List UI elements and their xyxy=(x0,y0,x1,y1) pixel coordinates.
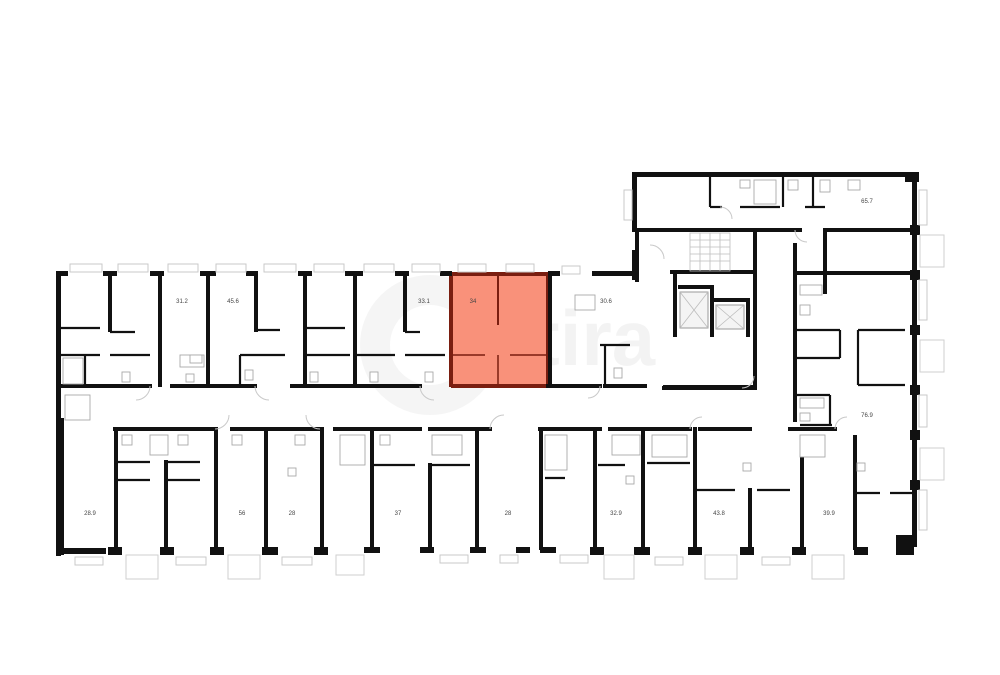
elevator-icon xyxy=(715,304,745,330)
stairs-icon xyxy=(689,232,731,272)
balconies xyxy=(125,234,945,580)
bottom-row-partitions xyxy=(60,418,912,550)
area-label-unit-bottom-5: 28 xyxy=(505,511,512,517)
building-core xyxy=(635,230,757,390)
area-label-unit-bottom-6: 32.9 xyxy=(610,511,622,517)
area-label-unit-bottom-4: 37 xyxy=(395,511,402,517)
area-label-unit-bottom-3: 28 xyxy=(289,511,296,517)
area-label-unit-top-7: 33.1 xyxy=(418,299,430,305)
doors xyxy=(135,206,848,430)
area-label-unit-top-9: 30.6 xyxy=(600,299,612,305)
area-label-unit-top-4: 45.6 xyxy=(227,299,239,305)
area-label-unit-top-3: 31.2 xyxy=(176,299,188,305)
fixtures xyxy=(62,179,866,485)
area-label-unit-wing-top: 65.7 xyxy=(861,199,873,205)
area-label-unit-bottom-1: 28.9 xyxy=(84,511,96,517)
wing-partitions xyxy=(635,177,914,427)
area-labels: 31.2 45.6 33.1 34 30.6 65.7 76.9 28.9 56… xyxy=(84,199,873,517)
area-label-unit-top-8: 34 xyxy=(470,299,477,305)
top-row-partitions xyxy=(61,274,630,387)
exterior-walls xyxy=(56,172,920,556)
windows xyxy=(69,189,928,566)
area-label-unit-bottom-2: 56 xyxy=(239,511,246,517)
area-label-unit-bottom-7: 43.8 xyxy=(713,511,725,517)
area-label-unit-bottom-8: 39.9 xyxy=(823,511,835,517)
highlighted-apartment[interactable] xyxy=(449,272,550,388)
area-label-unit-wing-right: 76.9 xyxy=(861,413,873,419)
elevator-icon xyxy=(679,291,709,329)
